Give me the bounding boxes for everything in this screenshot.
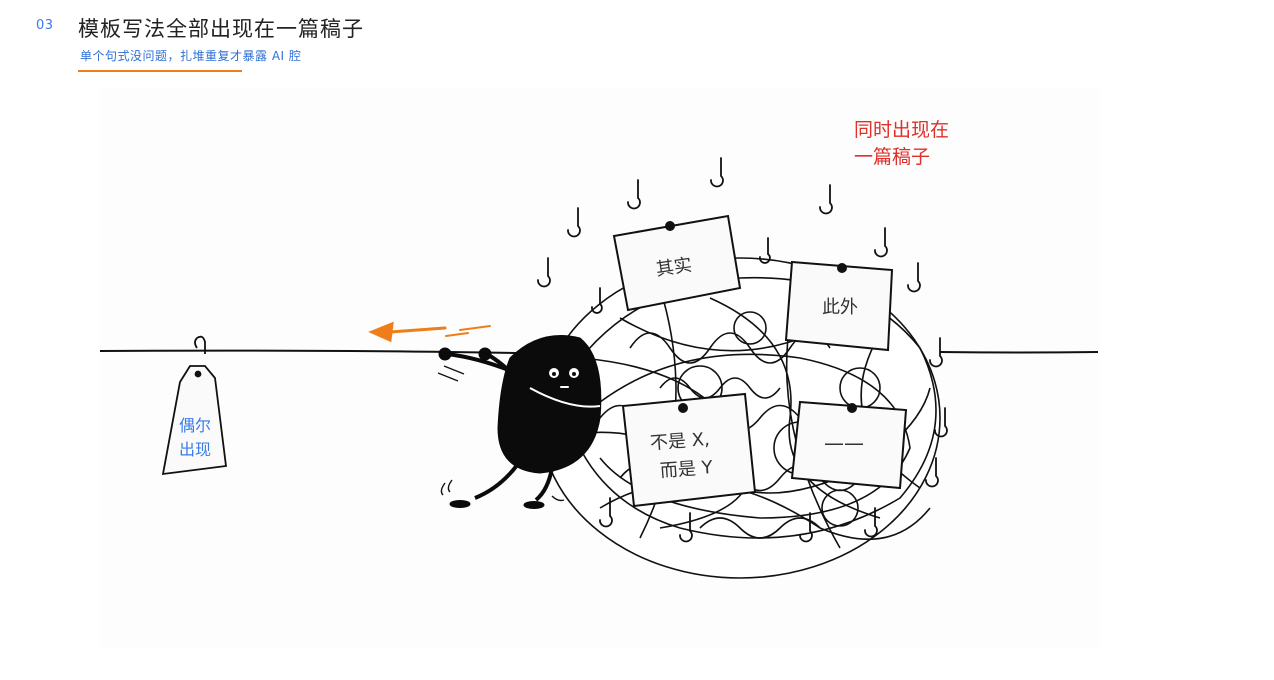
left-tag-line1: 偶尔 [179, 416, 212, 435]
creature-face [549, 368, 579, 388]
red-note-line2: 一篇稿子 [854, 146, 931, 168]
tag-bushi-line1: 不是 X, [649, 428, 711, 455]
left-tag-shape [161, 335, 228, 476]
tag-dash-label: —— [824, 431, 864, 455]
tag-qishi-label: 其实 [654, 254, 694, 281]
left-tag-line2: 出现 [179, 440, 212, 459]
cartoon-illustration: 同时出现在 一篇稿子 偶尔 出现 其实 此外 不是 X, 而是 Y —— [100, 88, 1100, 648]
red-note-line1: 同时出现在 [854, 119, 950, 141]
rope-line [100, 349, 581, 355]
orange-arrow [368, 321, 491, 343]
tag-ciwai-label: 此外 [822, 297, 858, 318]
tag-qishi-shape [612, 214, 742, 312]
tag-dash-shape [790, 400, 908, 490]
motion-lines [437, 365, 565, 502]
page-title: 模板写法全部出现在一篇稿子 [78, 17, 364, 41]
rope-line-right [939, 351, 1099, 354]
illustration-drawing [100, 157, 1099, 579]
page-subtitle: 单个句式没问题，扎堆重复才暴露 AI 腔 [80, 49, 302, 63]
tag-bushi-line2: 而是 Y [659, 457, 714, 482]
header-number: 03 [36, 18, 54, 33]
title-underline [78, 70, 242, 72]
tag-ciwai-shape [784, 260, 894, 352]
tag-bushi-shape [621, 392, 757, 508]
